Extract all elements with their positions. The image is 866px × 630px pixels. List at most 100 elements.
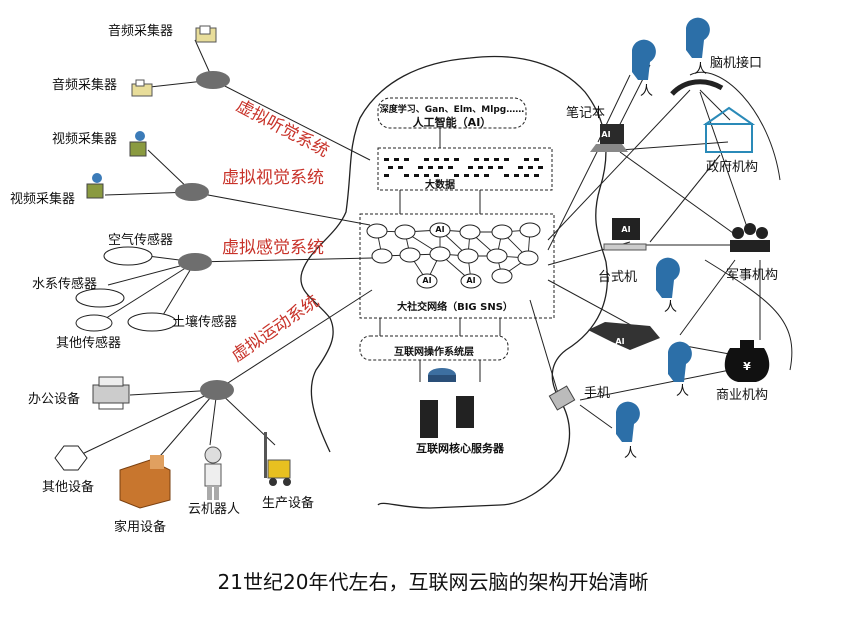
office-device-label: 办公设备 [28,392,81,407]
big-data-dash [524,174,529,177]
sns-node [429,222,451,238]
sns-node [416,273,438,289]
big-data-dash [448,166,453,169]
glasses-icon [588,322,660,350]
big-data-dash [418,166,423,169]
big-data-dash [454,174,459,177]
other-device-icon [54,445,88,471]
home-device-label: 家用设备 [114,520,167,535]
military-icon [730,223,770,252]
big-data-dash [488,166,493,169]
sns-node [366,223,388,239]
caption: 21世纪20年代左右，互联网云脑的架构开始清晰 [217,570,649,594]
sns-node [429,246,451,262]
big-data-dash [438,166,443,169]
audio-collector-label: 音频采集器 [108,24,174,39]
person-icon [616,401,640,442]
big-data-dash [504,174,509,177]
currency-symbol: ¥ [743,360,751,373]
audio-collector-label: 音频采集器 [52,78,118,93]
big-data-dash [424,158,429,161]
big-data-dash [534,158,539,161]
head-outline [300,55,608,509]
laptop-label: 笔记本 [566,106,606,121]
hubs [175,71,234,400]
ai-label: 人工智能（AI） [412,116,492,129]
big-data-dash [394,158,399,161]
sns-node [517,250,539,266]
phone-label: 手机 [584,386,611,401]
core-boxes [359,97,555,361]
person-label: 人 [664,300,678,315]
visual-system-label: 虚拟视觉系统 [222,168,324,188]
router-icon [428,368,456,382]
big-data-dash [464,174,469,177]
sns-box [359,213,555,319]
audio-collector-icon [131,25,217,97]
sensory-hub [178,253,212,271]
ai-badge: AI [435,225,445,234]
big-data-dash [538,166,543,169]
video-collector-icon [86,131,147,199]
home-device-icon [119,455,171,509]
big-data-label: 大数据 [425,180,455,191]
big-data-dash [404,174,409,177]
person-label: 人 [624,446,638,461]
big-data-dash [404,158,409,161]
cloud-robot-label: 云机器人 [188,502,241,517]
sensory-system-label: 虚拟感觉系统 [222,238,324,258]
sns-label: 大社交网络（BIG SNS） [397,302,513,313]
ai-tech-label: 深度学习、Gan、Elm、Mlpg…… [379,105,525,115]
big-data-dash [484,174,489,177]
sns-node [459,224,481,240]
big-data-dash [468,166,473,169]
sns-node [491,224,513,240]
big-data-dash [514,174,519,177]
desktop-label: 台式机 [598,270,638,285]
server-icons [420,396,474,438]
desktop-icon [603,218,647,251]
sns-node [399,247,421,263]
big-data-dash [504,158,509,161]
big-data-dash [534,174,539,177]
sns-node [519,222,541,238]
military-label: 军事机构 [726,268,779,283]
sns-node [394,224,416,240]
phone-icon [548,385,576,411]
other-sensor-node [75,314,113,332]
person-icon [686,17,710,58]
money-bag-icon [724,340,770,382]
production-device-label: 生产设备 [262,496,315,511]
big-data-dash [444,158,449,161]
os-layer-box [359,335,509,361]
visual-hub [175,183,209,201]
sns-node [371,248,393,264]
big-data-dash [478,166,483,169]
sns-nodes [366,222,541,289]
government-icon [702,106,756,153]
other-device-label: 其他设备 [42,480,95,495]
big-data-dash [524,158,529,161]
person-label: 人 [676,384,690,399]
laptop-icon [590,124,628,152]
sns-node [491,268,513,284]
printer-icon [92,376,130,410]
big-data-dash [494,158,499,161]
soil-sensor-label: 土壤传感器 [172,315,238,330]
bci-headband-icon [670,79,724,96]
big-data-box [377,147,553,191]
sns-node [486,248,508,264]
sns-node [457,248,479,264]
sns-node [460,273,482,289]
person-label: 人 [694,62,708,77]
big-data-dash [474,158,479,161]
big-data-dash [434,158,439,161]
servers-label: 互联网核心服务器 [416,442,504,455]
other-sensor-label: 其他传感器 [56,336,122,351]
video-collector-label: 视频采集器 [10,192,76,207]
big-data-dash [398,166,403,169]
big-data-dash [428,166,433,169]
ai-badge: AI [621,225,631,234]
big-data-dash [454,158,459,161]
video-collector-label: 视频采集器 [52,132,118,147]
